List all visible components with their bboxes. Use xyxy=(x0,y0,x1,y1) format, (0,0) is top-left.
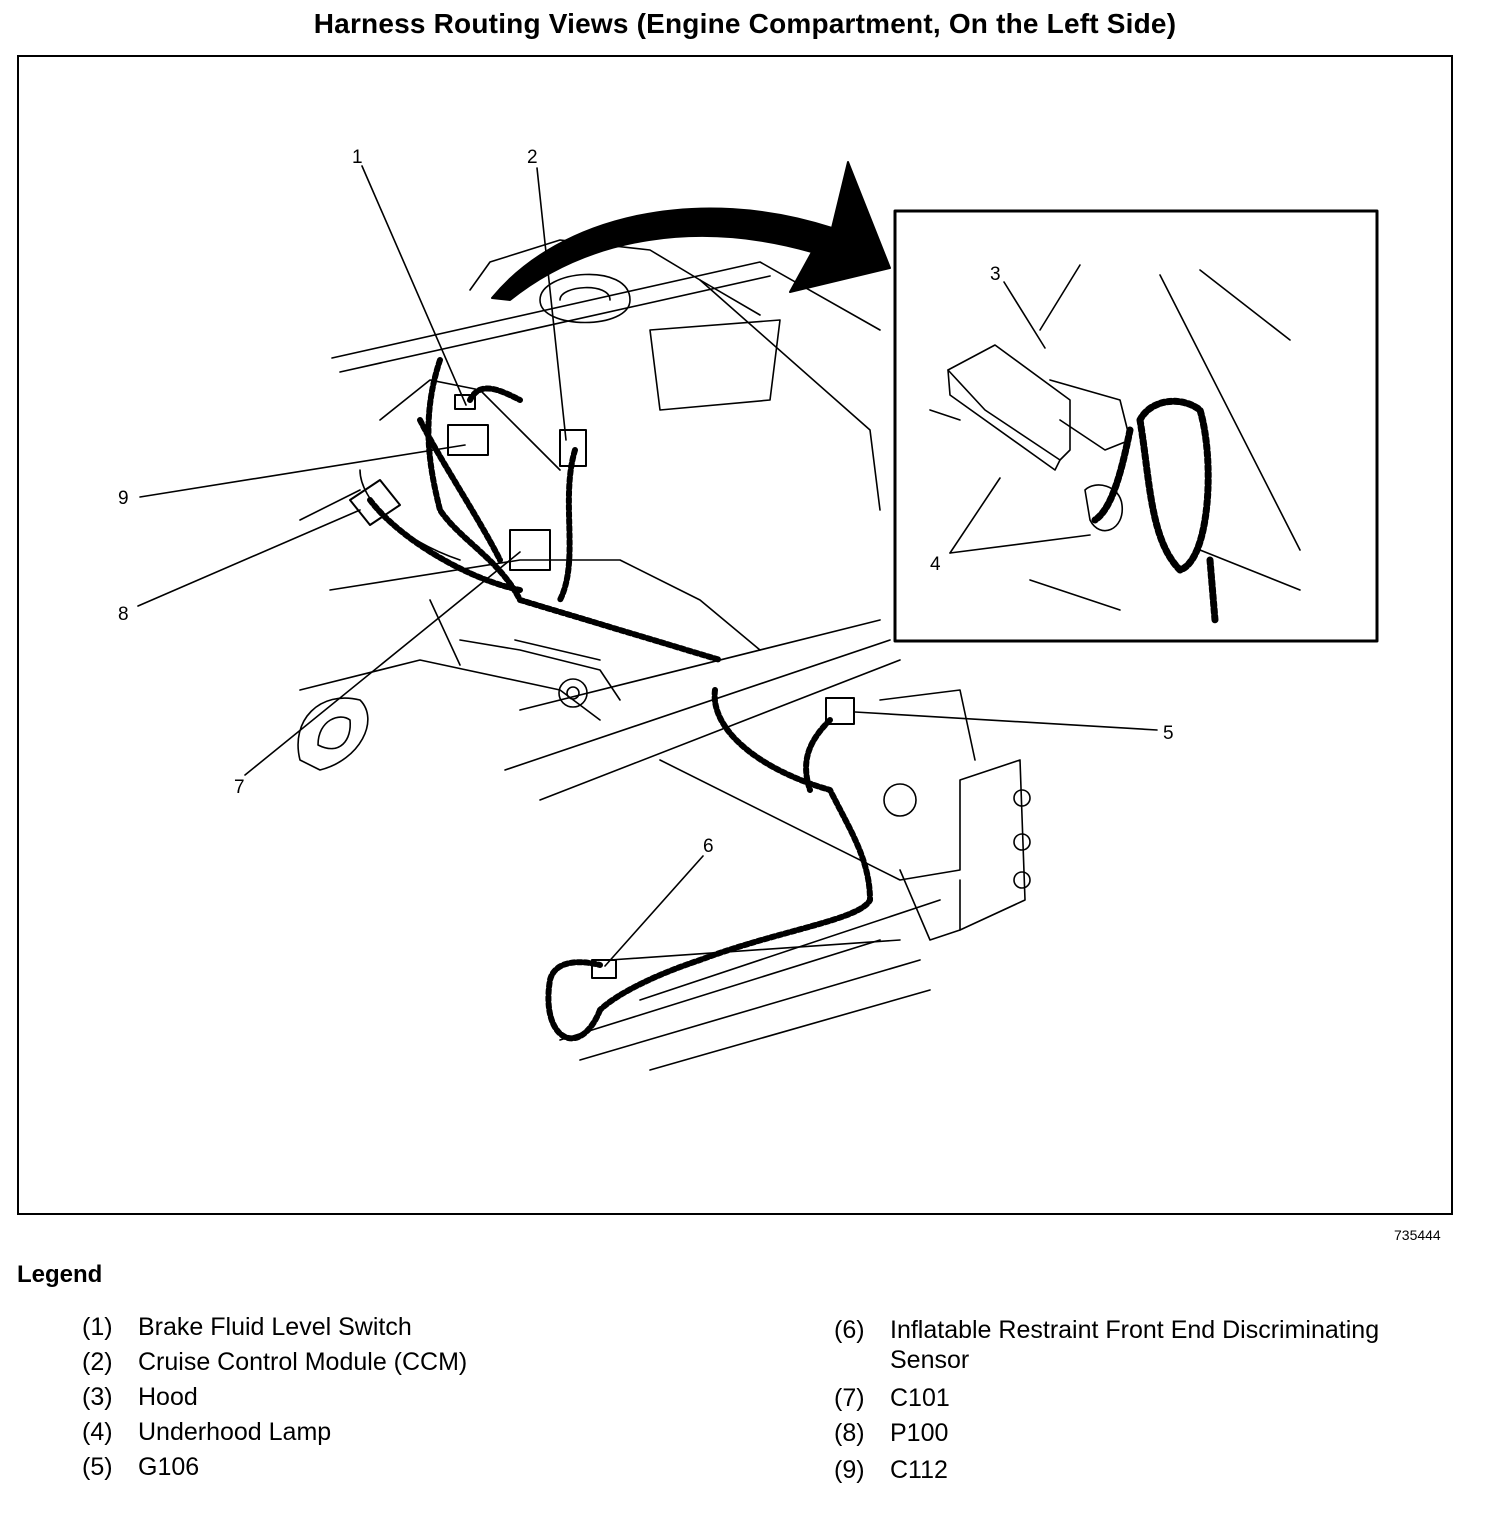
ccm-connector xyxy=(559,429,587,467)
engine-compartment-sketch xyxy=(297,239,1031,1071)
inset-harness xyxy=(1091,397,1219,624)
legend-num: (1) xyxy=(82,1313,113,1341)
callout-1: 1 xyxy=(352,147,363,168)
legend-label: C112 xyxy=(890,1456,948,1484)
legend-label: Cruise Control Module (CCM) xyxy=(138,1348,468,1376)
leader-7 xyxy=(244,551,521,776)
legend-num: (7) xyxy=(834,1384,865,1412)
leader-9 xyxy=(139,444,466,498)
leader-4b xyxy=(949,534,1091,554)
legend-num: (8) xyxy=(834,1419,865,1447)
leader-8 xyxy=(137,509,361,607)
callout-2: 2 xyxy=(527,147,538,168)
callout-8: 8 xyxy=(118,604,129,625)
leader-5 xyxy=(854,711,1158,731)
callout-4: 4 xyxy=(930,554,941,575)
legend-label-continued: Sensor xyxy=(890,1346,970,1374)
components xyxy=(349,394,855,979)
callout-3: 3 xyxy=(990,264,1001,285)
legend-num: (5) xyxy=(82,1453,113,1481)
callout-5: 5 xyxy=(1163,723,1174,744)
c112-connector xyxy=(447,424,489,456)
legend-label: G106 xyxy=(138,1453,200,1481)
leader-4a xyxy=(949,477,1001,554)
c101-connector xyxy=(509,529,551,571)
inset-frame xyxy=(893,209,1379,643)
g106-ground xyxy=(825,697,855,725)
callout-6: 6 xyxy=(703,836,714,857)
legend-label: Underhood Lamp xyxy=(138,1418,332,1446)
diagram-frame xyxy=(17,55,1453,1215)
leader-1 xyxy=(361,165,467,406)
legend-label: Inflatable Restraint Front End Discrimin… xyxy=(890,1316,1380,1344)
inset-drawing xyxy=(929,264,1301,611)
wiring-harness xyxy=(367,357,873,1042)
leader-6 xyxy=(604,855,704,967)
legend-label: C101 xyxy=(890,1384,950,1412)
legend-num: (6) xyxy=(834,1316,865,1344)
legend-num: (9) xyxy=(834,1456,865,1484)
legend-num: (2) xyxy=(82,1348,113,1376)
leader-lines xyxy=(137,165,1158,967)
page-title: Harness Routing Views (Engine Compartmen… xyxy=(313,8,1177,39)
legend-num: (3) xyxy=(82,1383,113,1411)
callout-7: 7 xyxy=(234,777,245,798)
legend-num: (4) xyxy=(82,1418,113,1446)
curved-arrow xyxy=(491,161,891,301)
front-end-sensor-connector xyxy=(591,959,617,979)
leader-2 xyxy=(536,167,567,441)
leader-3 xyxy=(1003,281,1046,349)
legend-label: Brake Fluid Level Switch xyxy=(138,1313,412,1341)
legend-heading: Legend xyxy=(17,1261,103,1288)
p100-passthrough xyxy=(349,479,401,526)
figure-id: 735444 xyxy=(1394,1227,1441,1243)
brake-fluid-switch xyxy=(454,394,476,410)
callout-9: 9 xyxy=(118,488,129,509)
legend-label: P100 xyxy=(890,1419,949,1447)
legend-label: Hood xyxy=(138,1383,198,1411)
